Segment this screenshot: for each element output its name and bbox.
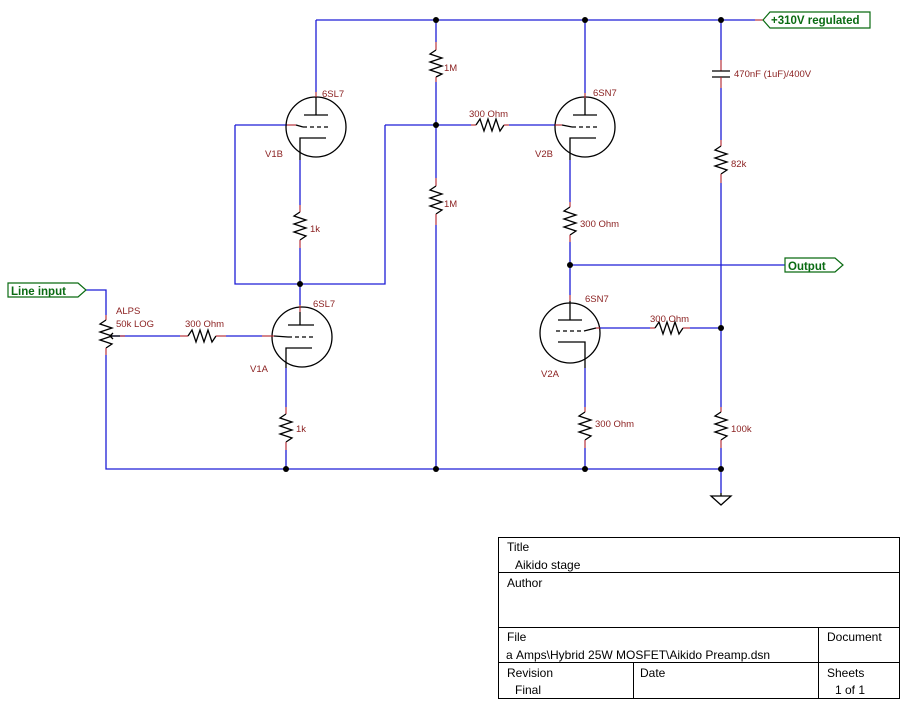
triode-v2b [554,93,616,160]
v1a-ref-label: V1A [250,364,269,375]
triode-v1b [285,92,347,160]
pot-value-label: 50k LOG [116,319,154,330]
resistor-v1a-grid [180,327,226,345]
r-divider-bottom-label: 1M [444,199,457,210]
port-output-label: Output [788,261,826,273]
schematic-wires [86,19,785,493]
revision-value: Final [515,683,541,697]
port-supply: +310V regulated [755,11,871,29]
r-82k-label: 82k [731,159,747,170]
r-100k-label: 100k [731,424,752,435]
sheets-value: 1 of 1 [835,683,865,697]
r-v2a-cathode-label: 300 Ohm [595,419,634,430]
capacitor-470nf [712,60,730,88]
v2b-ref-label: V2B [535,149,553,160]
resistor-82k [712,140,730,183]
potentiometer-volume [97,315,125,355]
title-value: Aikido stage [515,558,581,572]
resistor-v2a-cathode [576,407,594,448]
r-v1b-cathode-label: 1k [310,224,320,235]
resistor-1m-bottom [427,178,445,225]
resistor-v2a-grid [650,319,690,337]
port-input: Line input [7,282,87,298]
r-v1a-grid-label: 300 Ohm [185,319,224,330]
resistor-v2b-cathode [561,202,579,242]
ground-symbol [709,493,733,506]
document-label: Document [827,630,882,644]
resistor-v1a-cathode [277,407,295,450]
triode-v2a [539,295,601,368]
file-value: а Amps\Hybrid 25W MOSFET\Aikido Preamp.d… [506,648,770,662]
v2a-ref-label: V2A [541,369,560,380]
resistor-v2b-grid [471,116,509,134]
r-v2a-grid-label: 300 Ohm [650,314,689,325]
v2b-type-label: 6SN7 [593,88,617,99]
file-label: File [507,630,527,644]
v2a-type-label: 6SN7 [585,294,609,305]
r-v1a-cathode-label: 1k [296,424,306,435]
resistor-v1b-cathode [291,205,309,248]
component-labels: 6SL7 V1B 6SL7 V1A 6SN7 V2B 6SN7 V2A 1M 1… [116,63,812,435]
author-label: Author [507,576,542,590]
port-input-label: Line input [11,286,66,298]
resistor-1m-top [427,42,445,82]
triode-v1a [262,305,333,368]
pot-name-label: ALPS [116,306,140,317]
port-supply-label: +310V regulated [771,15,860,27]
port-output: Output [784,257,844,273]
resistor-100k [712,407,730,448]
revision-label: Revision [507,666,553,680]
junction-dots [283,17,724,472]
v1b-type-label: 6SL7 [322,89,344,100]
v1b-ref-label: V1B [265,149,283,160]
r-divider-top-label: 1M [444,63,457,74]
r-v2b-cathode-label: 300 Ohm [580,219,619,230]
title-block: Title Aikido stage Author File а Amps\Hy… [498,537,900,699]
sheets-label: Sheets [827,666,864,680]
cap-label: 470nF (1uF)/400V [734,69,812,80]
date-label: Date [640,666,666,680]
r-v2b-grid-label: 300 Ohm [469,109,508,120]
v1a-type-label: 6SL7 [313,299,335,310]
title-label: Title [507,540,530,554]
